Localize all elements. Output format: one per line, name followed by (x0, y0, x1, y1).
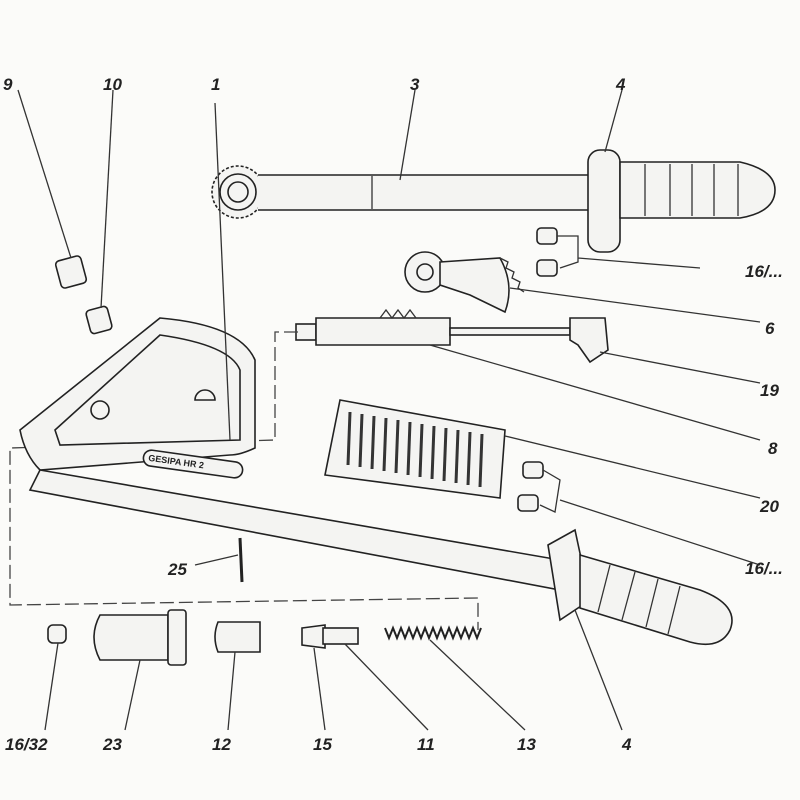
label-9: 9 (3, 75, 13, 94)
label-1: 1 (211, 75, 220, 94)
part-15-jaws (301, 624, 326, 731)
part-1-body: GESIPA HR 2 (19, 102, 561, 591)
label-12: 12 (212, 735, 231, 754)
leader-3 (399, 89, 416, 181)
leader-4 (604, 89, 623, 153)
part-20-jaw-set (324, 399, 761, 499)
part-4-top-grip (587, 149, 776, 253)
label-10: 10 (103, 75, 122, 94)
label-25: 25 (167, 560, 187, 579)
label-11: 11 (417, 735, 435, 754)
part-10-insert (85, 89, 114, 335)
part-16-32-nut (44, 624, 67, 731)
part-23-nosepiece (93, 609, 187, 731)
part-6-toothed-lever (404, 251, 761, 323)
label-6: 6 (765, 319, 775, 338)
part-16-nuts-mid (517, 461, 761, 566)
label-16-32: 16/32 (5, 735, 48, 754)
part-12-jaw-housing (214, 621, 261, 731)
part-11-pusher (322, 627, 429, 731)
label-13: 13 (517, 735, 536, 754)
label-4-top: 4 (615, 75, 626, 94)
label-20: 20 (759, 497, 779, 516)
label-15: 15 (313, 735, 332, 754)
label-16-mid: 16/... (745, 559, 783, 578)
label-16-top: 16/... (745, 262, 783, 281)
label-3: 3 (410, 75, 420, 94)
part-16-nuts-top (536, 227, 701, 277)
logo-plate (142, 449, 244, 479)
label-19: 19 (760, 381, 779, 400)
part-9-insert (17, 89, 88, 289)
part-4-bottom-grip (547, 528, 733, 731)
label-8: 8 (768, 439, 778, 458)
assembly-dashed-line (9, 331, 479, 630)
label-4-bottom: 4 (621, 735, 632, 754)
label-23: 23 (102, 735, 122, 754)
part-19-pin (449, 317, 761, 384)
part-13-spring (384, 625, 526, 731)
part-25-pin (194, 537, 244, 583)
